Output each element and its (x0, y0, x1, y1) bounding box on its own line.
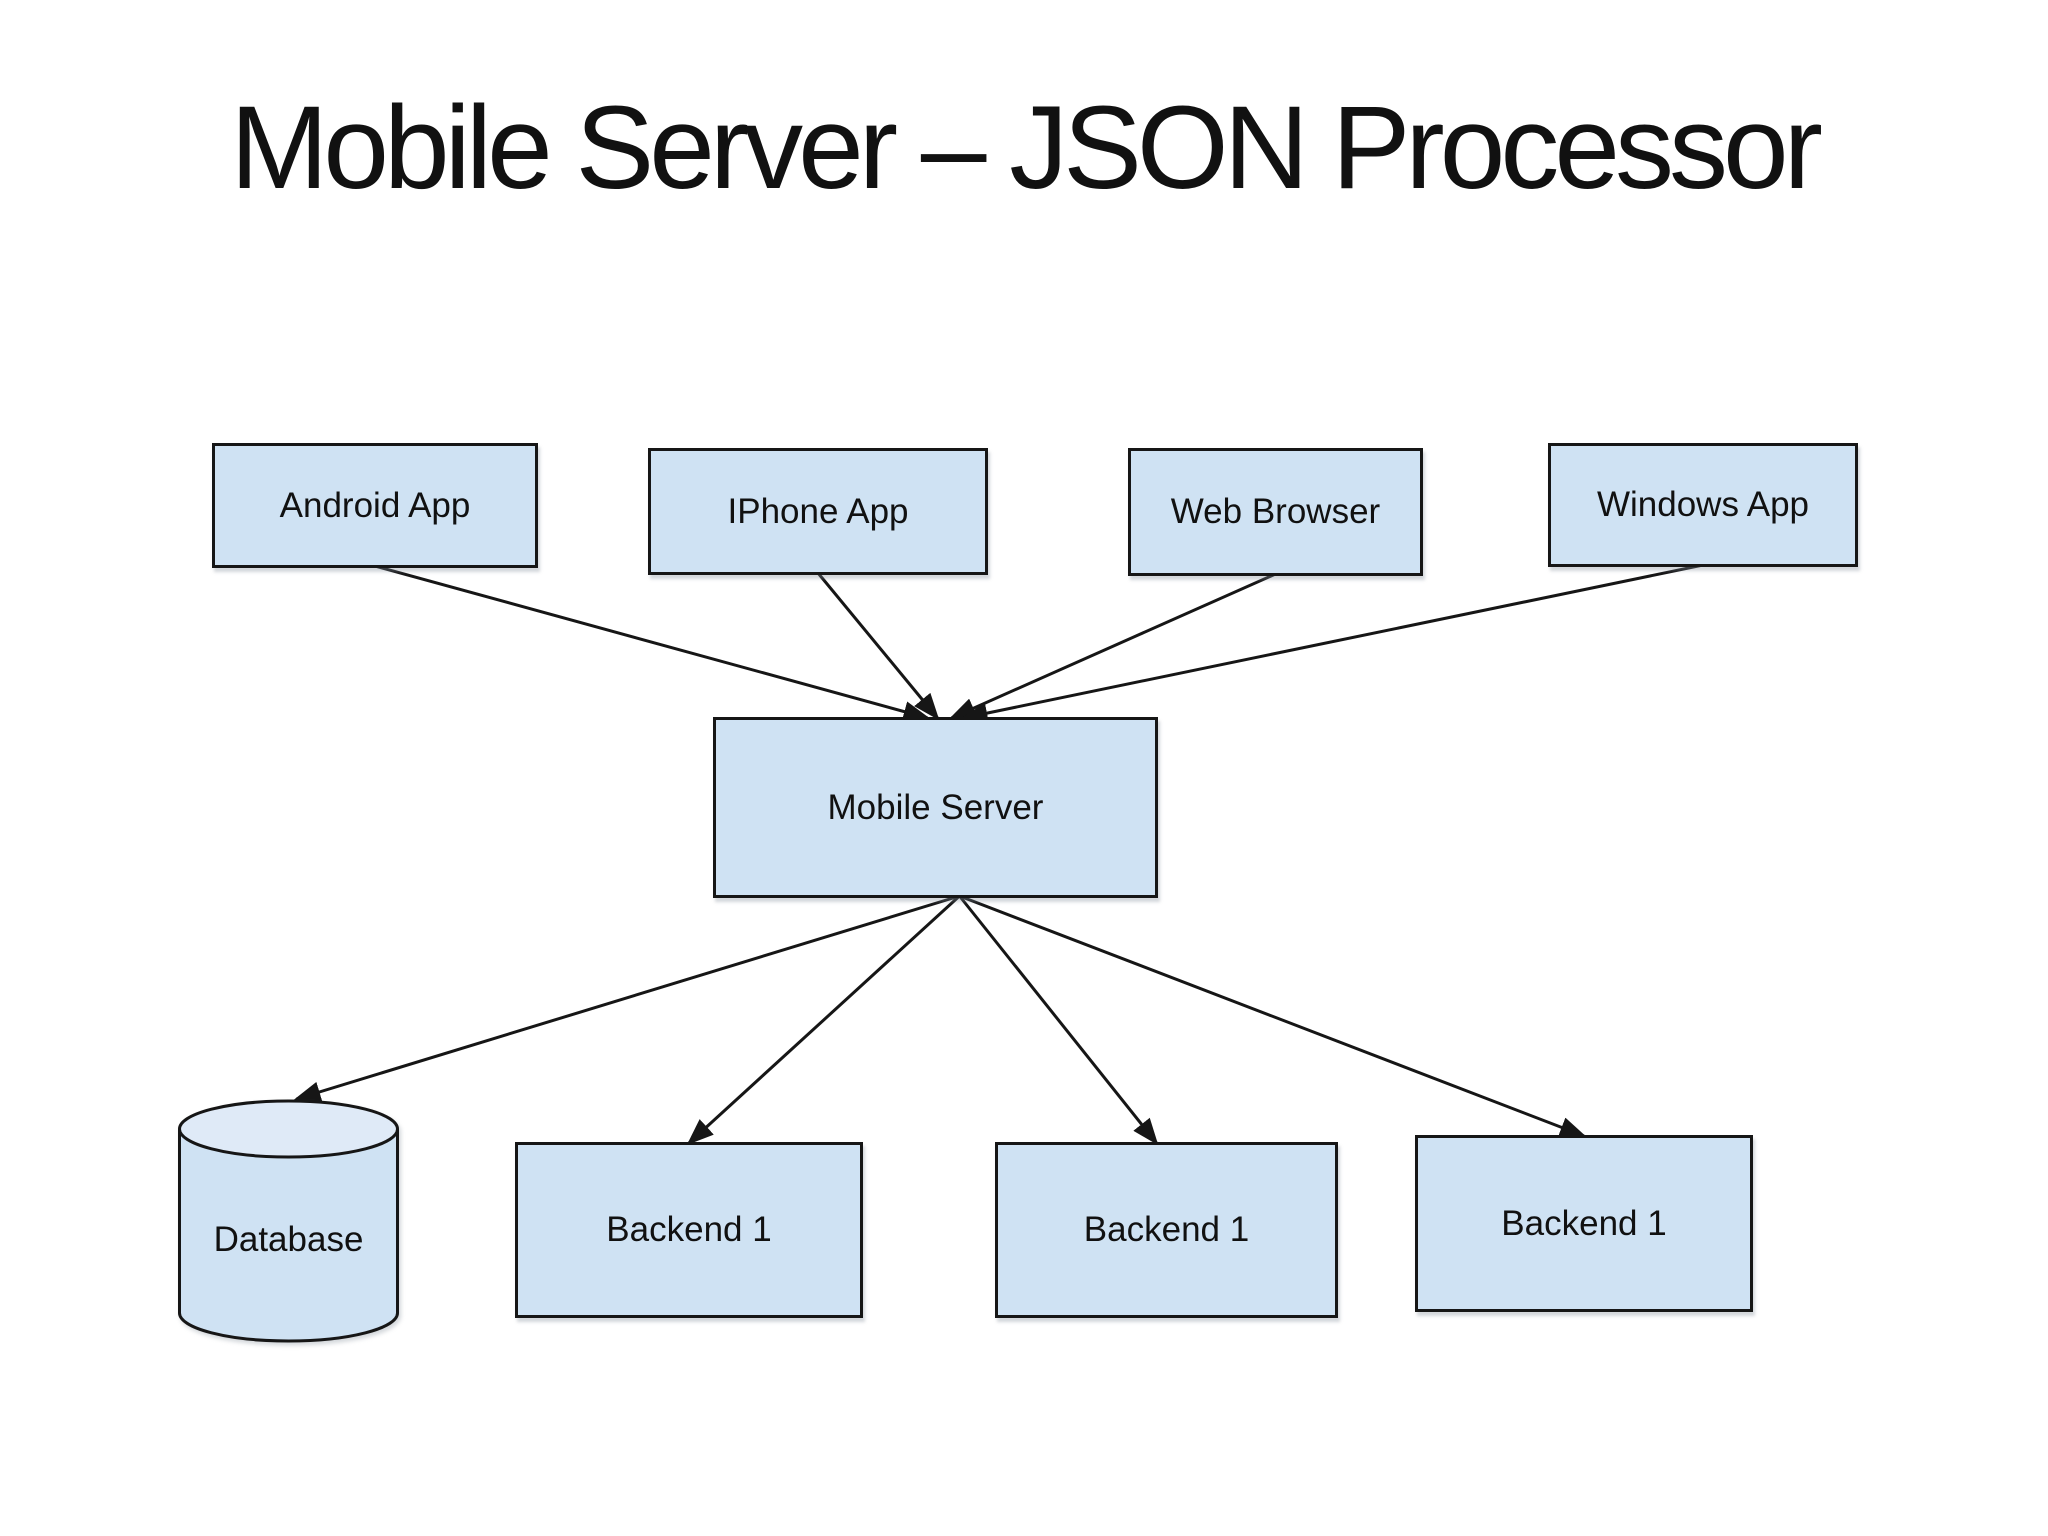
edge-mobile_server-to-database (293, 894, 960, 1103)
node-backend-middle: Backend 1 (995, 1142, 1338, 1318)
edge-mobile_server-to-backend_middle (958, 895, 1159, 1146)
node-backend-left: Backend 1 (515, 1142, 863, 1318)
node-iphone-app: IPhone App (648, 448, 988, 575)
node-iphone-app-label: IPhone App (727, 491, 909, 531)
node-mobile-server: Mobile Server (713, 717, 1158, 898)
node-backend-right: Backend 1 (1415, 1135, 1753, 1312)
edge-mobile_server-to-backend_right (958, 894, 1587, 1138)
node-backend-middle-label: Backend 1 (1083, 1210, 1250, 1249)
node-web-browser-label: Web Browser (1170, 492, 1381, 531)
edge-mobile_server-to-backend_left (686, 894, 961, 1146)
node-windows-app: Windows App (1548, 443, 1858, 567)
slide-title: Mobile Server – JSON Processor (230, 82, 1823, 214)
node-android-app: Android App (212, 443, 538, 568)
node-backend-left-label: Backend 1 (606, 1210, 772, 1249)
node-mobile-server-label: Mobile Server (827, 787, 1044, 827)
node-database-label: Database (213, 1220, 364, 1259)
node-backend-right-label: Backend 1 (1501, 1203, 1667, 1243)
edge-windows_app-to-mobile_server (960, 563, 1704, 724)
node-database: Database (177, 1098, 400, 1344)
database-cylinder-icon (178, 1099, 399, 1343)
node-web-browser: Web Browser (1128, 448, 1423, 576)
node-android-app-label: Android App (279, 485, 471, 525)
edge-iphone_app-to-mobile_server (816, 572, 940, 721)
node-windows-app-label: Windows App (1596, 485, 1810, 524)
edge-android_app-to-mobile_server (374, 564, 931, 722)
edge-web_browser-to-mobile_server (948, 572, 1277, 720)
